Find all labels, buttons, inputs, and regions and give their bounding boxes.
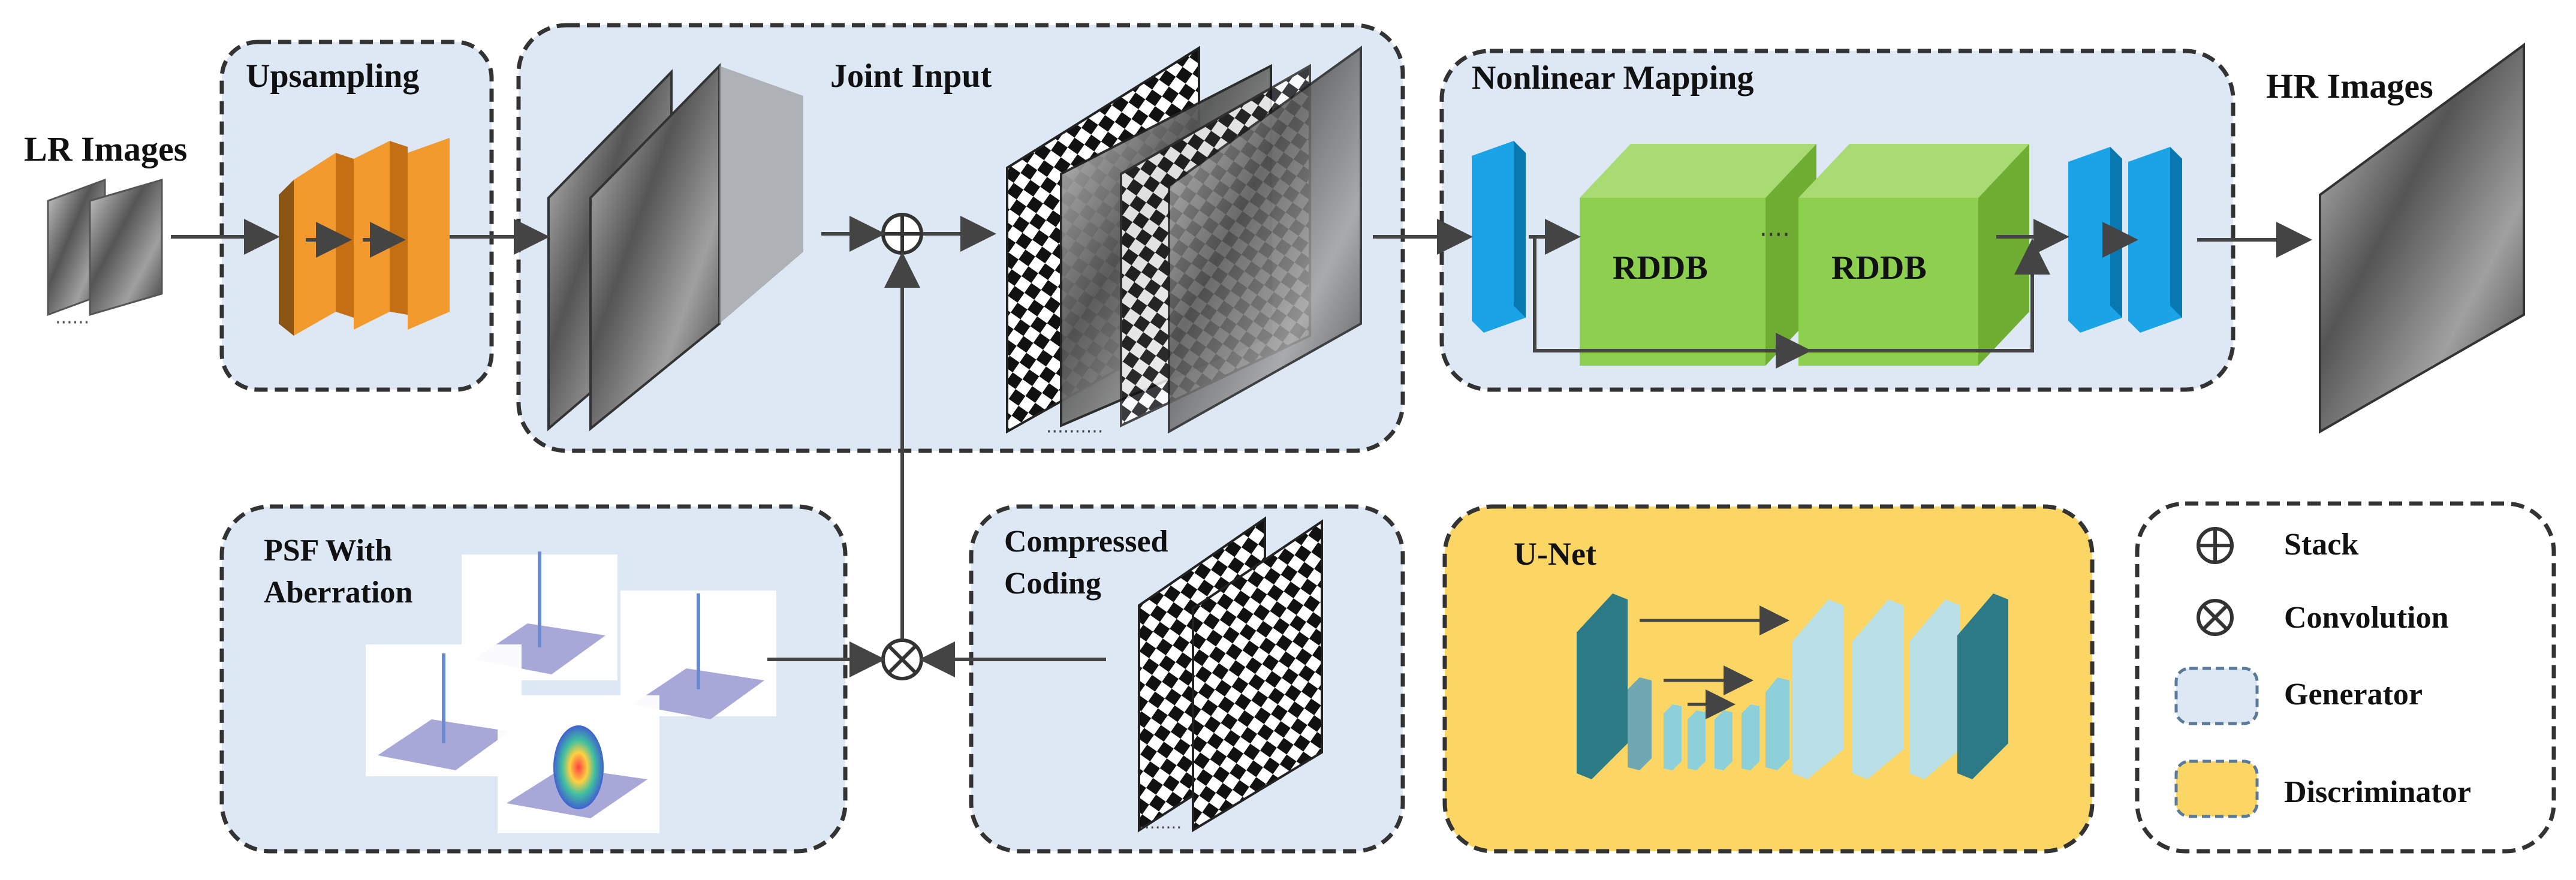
compressed-label-line2: Coding xyxy=(1004,566,1101,601)
psf-plots xyxy=(366,551,776,833)
hr-image xyxy=(2319,43,2525,434)
rddb-2-label: RDDB xyxy=(1831,249,1927,287)
legend-discriminator-label: Discriminator xyxy=(2284,775,2471,809)
stack-operator-icon xyxy=(881,213,923,255)
psf-label-line2: Aberration xyxy=(264,575,412,610)
legend-generator-label: Generator xyxy=(2284,677,2423,712)
hr-images-label: HR Images xyxy=(2266,67,2433,106)
joint-input-label: Joint Input xyxy=(830,58,992,95)
legend-generator-swatch xyxy=(2174,667,2259,725)
unet-layers xyxy=(1577,593,2008,779)
rddb-block-2 xyxy=(1798,144,2029,366)
svg-text:··········: ·········· xyxy=(1046,421,1103,442)
unet-skip-arrows xyxy=(1640,605,1789,719)
svg-text:······: ······ xyxy=(55,312,89,333)
joint-input-images xyxy=(547,63,803,432)
coding-masks: ········ xyxy=(1138,516,1323,837)
legend-stack-icon xyxy=(2197,527,2234,564)
lr-images-stack: ······ xyxy=(47,178,163,333)
coded-images-stack: ·········· xyxy=(1006,46,1362,442)
nonlinear-mapping-label: Nonlinear Mapping xyxy=(1472,59,1754,97)
nonlinear-conv-layer-in xyxy=(1472,141,1526,333)
svg-text:········: ········ xyxy=(1139,818,1182,837)
upsampling-label: Upsampling xyxy=(246,58,419,95)
compressed-label-line1: Compressed xyxy=(1004,525,1168,559)
lr-images-label: LR Images xyxy=(24,129,187,168)
legend-discriminator-swatch xyxy=(2174,760,2259,818)
legend-convolution-label: Convolution xyxy=(2284,601,2449,635)
unet-label: U-Net xyxy=(1514,536,1596,572)
nonlinear-conv-layers-out xyxy=(2068,147,2182,333)
flow-arrows xyxy=(171,216,2312,677)
legend-stack-label: Stack xyxy=(2284,528,2358,562)
psf-label-line1: PSF With xyxy=(264,534,392,568)
rddb-1-label: RDDB xyxy=(1613,249,1708,287)
convolution-operator-icon xyxy=(881,638,923,680)
legend-convolution-icon xyxy=(2197,599,2234,636)
rddb-ellipsis: ···· xyxy=(1759,221,1790,249)
